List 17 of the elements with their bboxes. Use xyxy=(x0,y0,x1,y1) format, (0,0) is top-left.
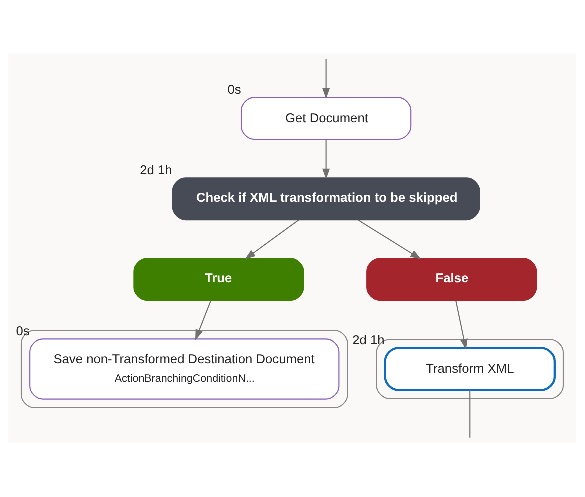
node-label: 2d 1h xyxy=(352,332,385,348)
node-label: 2d 1h xyxy=(140,162,172,178)
node-label: 0s xyxy=(228,82,242,98)
node-box: Save non-Transformed Destination Document ActionBranchingConditionN... xyxy=(30,338,340,400)
node-box: False xyxy=(366,258,538,302)
node-box: True xyxy=(134,258,304,302)
arrow xyxy=(322,140,330,180)
node-box: Transform XML xyxy=(384,347,556,392)
connector xyxy=(470,390,471,438)
arrow xyxy=(358,220,422,260)
node-box: Check if XML transformation to be skipped xyxy=(172,178,480,221)
arrow xyxy=(456,300,468,350)
arrow xyxy=(244,220,300,260)
arrow xyxy=(322,59,330,100)
arrow xyxy=(195,300,212,341)
node-label: 0s xyxy=(16,324,30,339)
node-box: Get Document xyxy=(240,97,412,140)
